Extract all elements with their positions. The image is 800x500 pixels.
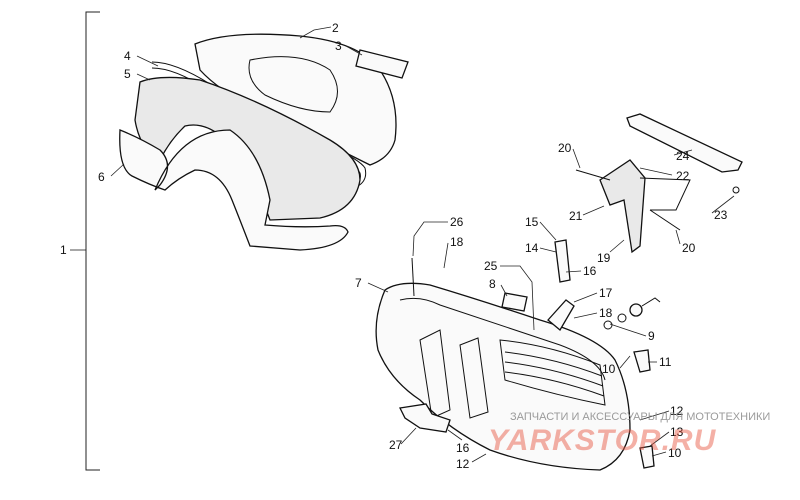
leader-lines: [110, 26, 735, 463]
decal-part: [355, 49, 409, 79]
label-18b: 18: [599, 306, 613, 320]
label-7: 7: [355, 276, 362, 290]
label-20a: 20: [558, 141, 572, 155]
upper-cover-assembly: [119, 33, 409, 251]
label-22: 22: [676, 169, 690, 183]
leader-2: [299, 26, 332, 39]
label-4: 4: [124, 49, 131, 63]
leader-24: [673, 149, 693, 156]
label-17: 17: [599, 286, 613, 300]
leader-15: [539, 221, 557, 241]
hinge-bracket-part: [633, 349, 651, 373]
label-21: 21: [569, 209, 583, 223]
latch-key: [641, 297, 661, 307]
leader-6: [110, 163, 125, 177]
leader-27: [400, 427, 417, 445]
box-grille-line-3: [504, 371, 605, 397]
label-23: 23: [714, 208, 728, 222]
box-grille-line-2: [504, 361, 604, 387]
watermark-brand: YARKSTOR.RU: [488, 424, 717, 457]
leader-25: [500, 265, 535, 331]
leader-16b: [447, 429, 463, 441]
label-20b: 20: [682, 241, 696, 255]
leader-7: [367, 282, 389, 293]
label-14: 14: [525, 241, 539, 255]
label-12a: 12: [670, 404, 684, 418]
label-27: 27: [389, 438, 403, 452]
mount-plate-part: [399, 403, 451, 433]
rack-bar-part: [626, 113, 743, 173]
strap-part: [554, 239, 571, 283]
latch-ring: [617, 313, 627, 323]
box-divider: [419, 329, 451, 419]
leader-12a: [639, 410, 670, 421]
leader-5: [136, 73, 151, 81]
label-10a: 10: [602, 362, 616, 376]
label-25: 25: [484, 259, 498, 273]
liner-part: [119, 129, 349, 251]
label-3: 3: [335, 39, 342, 53]
label-11: 11: [659, 355, 672, 369]
leader-16a: [565, 270, 582, 273]
leader-9: [609, 323, 647, 337]
bolt-20b: [649, 209, 681, 231]
watermark: ЗАПЧАСТИ И АКСЕССУАРЫ ДЛЯ МОТОТЕХНИКИ YA…: [488, 411, 770, 457]
box-inner-wall: [399, 297, 606, 381]
clip-part: [639, 445, 655, 469]
leader-10b: [651, 451, 667, 457]
leader-12b: [471, 453, 487, 463]
label-2: 2: [332, 21, 339, 35]
label-24: 24: [676, 149, 690, 163]
box-decal-part: [501, 292, 528, 312]
label-1: 1: [60, 243, 67, 257]
leader-18a: [443, 242, 449, 269]
callout-labels: 1 2 3 4 5 6 7 8 9 10 10 11 12 12 13 14 1…: [60, 21, 728, 471]
label-16a: 16: [583, 264, 597, 278]
leader-26: [412, 221, 448, 257]
watermark-tagline: ЗАПЧАСТИ И АКСЕССУАРЫ ДЛЯ МОТОТЕХНИКИ: [510, 411, 770, 423]
mount-bracket-part: [599, 159, 646, 254]
label-9: 9: [648, 329, 655, 343]
rack-bracket-assembly: [554, 113, 743, 283]
storage-box-assembly: [375, 257, 661, 471]
label-10b: 10: [668, 446, 682, 460]
label-16b: 16: [456, 441, 470, 455]
nut-23: [732, 186, 740, 194]
label-18a: 18: [450, 235, 464, 249]
leader-4: [136, 55, 159, 67]
label-5: 5: [124, 67, 131, 81]
hinge-part: [547, 299, 575, 331]
bolt-26: [411, 257, 415, 297]
leader-8: [500, 284, 508, 297]
label-12b: 12: [456, 457, 470, 471]
label-15: 15: [525, 215, 539, 229]
mount-bracket-arm: [639, 177, 691, 211]
box-grille-frame: [499, 339, 606, 406]
label-6: 6: [98, 170, 105, 184]
label-13: 13: [670, 425, 684, 439]
leader-22: [639, 167, 673, 176]
leader-17: [573, 292, 598, 303]
latch-ring-2: [603, 320, 613, 330]
label-8: 8: [489, 277, 496, 291]
leader-13: [649, 431, 670, 447]
lid-recess: [248, 56, 338, 113]
leader-14: [539, 247, 557, 253]
leader-23: [711, 195, 735, 214]
leader-20b: [675, 229, 681, 245]
leader-20a: [572, 148, 581, 169]
box-grille-line-1: [504, 351, 603, 377]
leader-3: [345, 45, 363, 56]
latch-part: [629, 303, 643, 317]
box-divider-2: [459, 337, 489, 419]
leader-18b: [573, 312, 598, 319]
assembly-bracket: [85, 11, 100, 471]
leader-21: [582, 205, 605, 216]
leader-19: [609, 239, 625, 253]
leader-10a: [619, 355, 631, 369]
label-19: 19: [597, 251, 611, 265]
label-26: 26: [450, 215, 464, 229]
bolt-20a: [575, 169, 611, 181]
